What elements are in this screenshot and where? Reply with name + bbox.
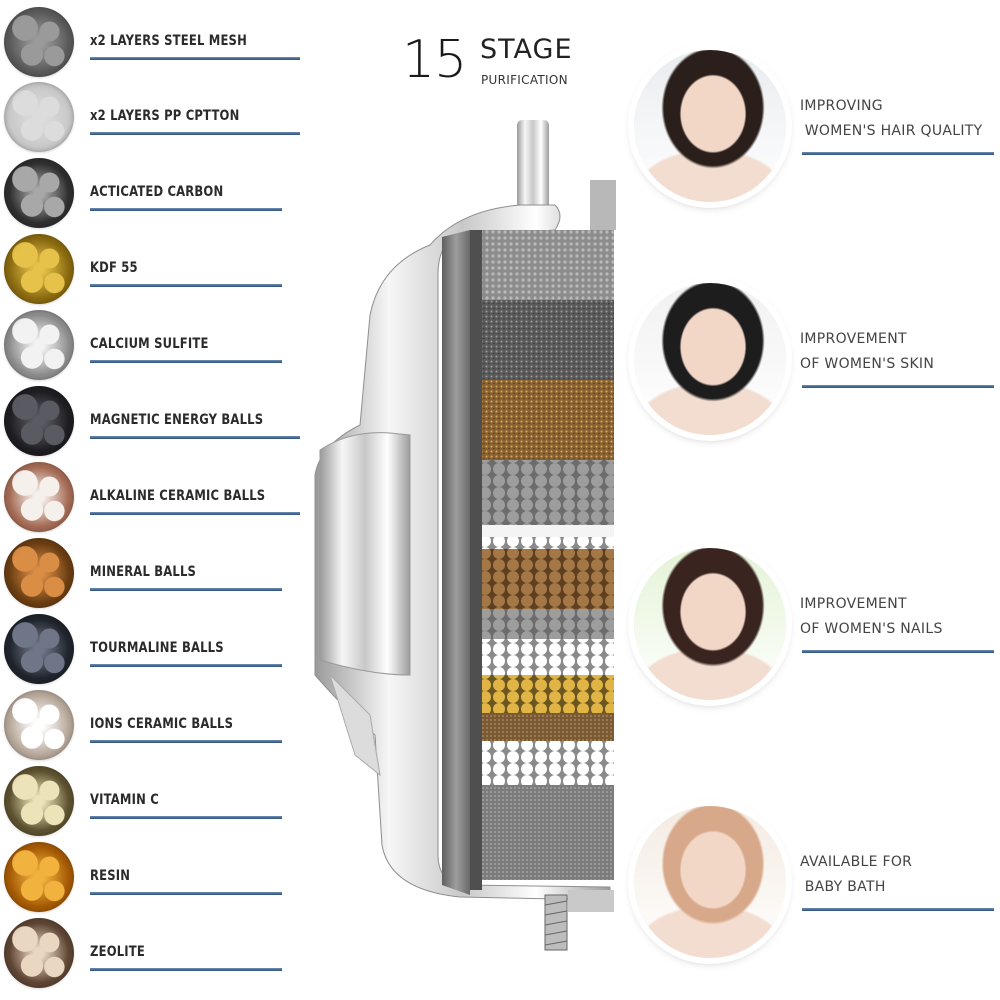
- stage-label: MINERAL BALLS: [90, 564, 197, 580]
- label-underline: [90, 664, 282, 667]
- mineral-balls-swatch-icon: [4, 538, 74, 608]
- benefit-underline: [802, 385, 994, 388]
- label-underline: [90, 436, 300, 439]
- label-underline: [90, 284, 282, 287]
- filter-stage-steel-mesh: x2 LAYERS STEEL MESH: [4, 7, 304, 77]
- kdf-55-swatch-icon: [4, 234, 74, 304]
- filter-stage-tourmaline-balls: TOURMALINE BALLS: [4, 614, 304, 684]
- label-underline: [90, 208, 282, 211]
- filter-stage-vitamin-c: VITAMIN C: [4, 766, 304, 836]
- filter-stage-pp-cotton: x2 LAYERS PP CPTTON: [4, 82, 304, 152]
- stage-label: IONS CERAMIC BALLS: [90, 716, 234, 732]
- stage-label: ALKALINE CERAMIC BALLS: [90, 488, 266, 504]
- benefit-woman-hair: IMPROVING WOMEN'S HAIR QUALITY: [634, 50, 1000, 210]
- benefit-line-2: WOMEN'S HAIR QUALITY: [800, 123, 983, 139]
- benefit-line-1: AVAILABLE FOR: [800, 854, 913, 870]
- stage-label: x2 LAYERS STEEL MESH: [90, 33, 247, 49]
- calcium-sulfite-swatch-icon: [4, 310, 74, 380]
- stage-label: CALCIUM SULFITE: [90, 336, 209, 352]
- woman-hair-photo-icon: [634, 50, 786, 202]
- benefit-line-1: IMPROVING: [800, 98, 883, 114]
- woman-skin-photo-icon: [634, 283, 786, 435]
- filter-stage-kdf-55: KDF 55: [4, 234, 304, 304]
- benefit-line-2: OF WOMEN'S SKIN: [800, 356, 935, 372]
- ions-ceramic-balls-swatch-icon: [4, 690, 74, 760]
- shower-filter-illustration: [310, 115, 620, 955]
- stage-label: ACTICATED CARBON: [90, 184, 224, 200]
- vitamin-c-swatch-icon: [4, 766, 74, 836]
- alkaline-ceramic-balls-swatch-icon: [4, 462, 74, 532]
- label-underline: [90, 740, 282, 743]
- zeolite-swatch-icon: [4, 918, 74, 988]
- filter-stage-activated-carbon: ACTICATED CARBON: [4, 158, 304, 228]
- filter-stage-magnetic-energy-balls: MAGNETIC ENERGY BALLS: [4, 386, 304, 456]
- title-word: STAGE: [480, 34, 573, 65]
- benefit-baby-bath: AVAILABLE FOR BABY BATH: [634, 806, 1000, 966]
- stage-label: KDF 55: [90, 260, 138, 276]
- benefit-line-2: OF WOMEN'S NAILS: [800, 621, 943, 637]
- label-underline: [90, 816, 282, 819]
- resin-swatch-icon: [4, 842, 74, 912]
- activated-carbon-swatch-icon: [4, 158, 74, 228]
- benefit-woman-nails: IMPROVEMENT OF WOMEN'S NAILS: [634, 548, 1000, 708]
- filter-layers: [482, 230, 614, 880]
- benefit-underline: [802, 650, 994, 653]
- stage-label: VITAMIN C: [90, 792, 159, 808]
- benefit-line-1: IMPROVEMENT: [800, 331, 907, 347]
- benefit-line-1: IMPROVEMENT: [800, 596, 907, 612]
- label-underline: [90, 968, 282, 971]
- label-underline: [90, 892, 282, 895]
- woman-nails-photo-icon: [634, 548, 786, 700]
- steel-mesh-swatch-icon: [4, 7, 74, 77]
- filter-cutaway-graphic: [314, 120, 616, 951]
- filter-stage-calcium-sulfite: CALCIUM SULFITE: [4, 310, 304, 380]
- label-underline: [90, 132, 300, 135]
- tourmaline-balls-swatch-icon: [4, 614, 74, 684]
- benefit-underline: [802, 908, 994, 911]
- stage-label: ZEOLITE: [90, 944, 145, 960]
- pp-cotton-swatch-icon: [4, 82, 74, 152]
- benefit-woman-skin: IMPROVEMENT OF WOMEN'S SKIN: [634, 283, 1000, 443]
- label-underline: [90, 57, 300, 60]
- title-block: 15 STAGE PURIFICATION: [402, 30, 592, 94]
- stage-label: x2 LAYERS PP CPTTON: [90, 108, 240, 124]
- label-underline: [90, 512, 300, 515]
- title-subtitle: PURIFICATION: [481, 73, 568, 87]
- filter-stage-zeolite: ZEOLITE: [4, 918, 304, 988]
- filter-stage-alkaline-ceramic-balls: ALKALINE CERAMIC BALLS: [4, 462, 304, 532]
- benefit-line-2: BABY BATH: [800, 879, 886, 895]
- stage-label: RESIN: [90, 868, 131, 884]
- stage-count: 15: [402, 30, 467, 90]
- benefit-underline: [802, 152, 994, 155]
- label-underline: [90, 588, 282, 591]
- filter-stage-ions-ceramic-balls: IONS CERAMIC BALLS: [4, 690, 304, 760]
- stage-label: MAGNETIC ENERGY BALLS: [90, 412, 264, 428]
- stage-label: TOURMALINE BALLS: [90, 640, 224, 656]
- label-underline: [90, 360, 282, 363]
- magnetic-energy-balls-swatch-icon: [4, 386, 74, 456]
- filter-stage-mineral-balls: MINERAL BALLS: [4, 538, 304, 608]
- baby-bath-photo-icon: [634, 806, 786, 958]
- filter-stage-resin: RESIN: [4, 842, 304, 912]
